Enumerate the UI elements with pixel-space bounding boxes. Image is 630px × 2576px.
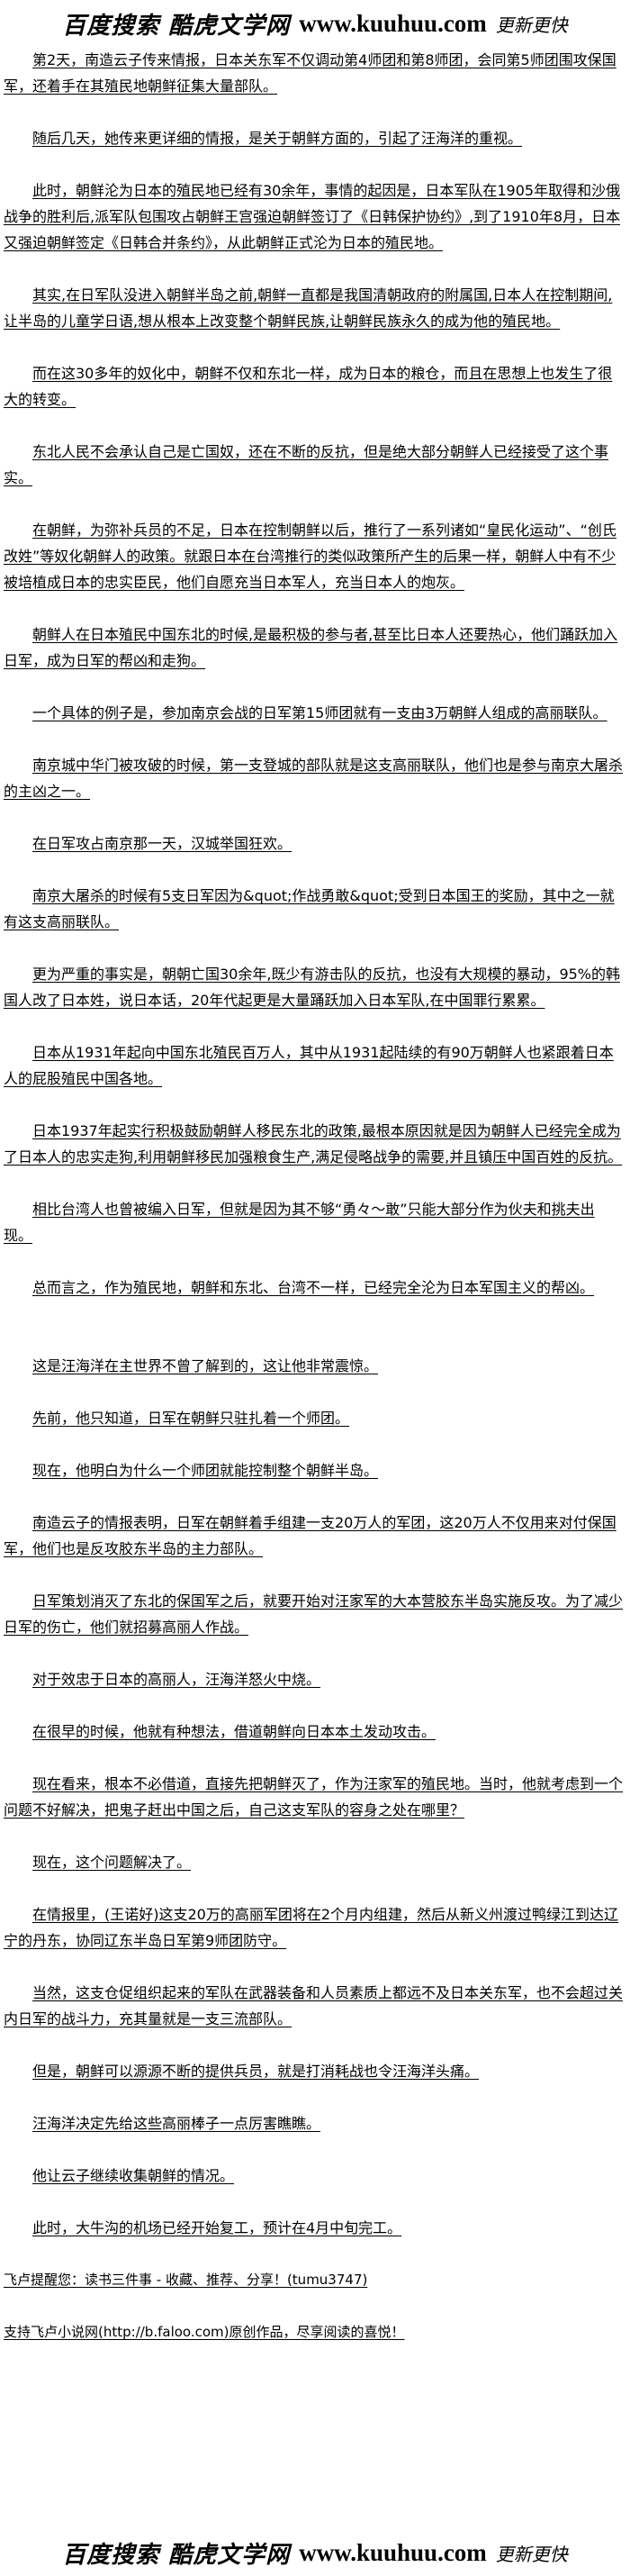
paragraph: 东北人民不会承认自己是亡国奴，还在不断的反抗，但是绝大部分朝鲜人已经接受了这个事… xyxy=(4,443,609,486)
paragraph: 在日军攻占南京那一天，汉城举国狂欢。 xyxy=(32,835,292,852)
paragraph: 对于效忠于日本的高丽人，汪海洋怒火中烧。 xyxy=(32,1671,321,1688)
paragraph: 朝鲜人在日本殖民中国东北的时候,是最积极的参与者,甚至比日本人还要热心，他们踊跃… xyxy=(4,626,618,669)
banner-search-text: 百度搜索 xyxy=(62,12,160,40)
chapter-content: 第2天，南造云子传来情报，日本关东军不仅调动第4师团和第8师团，会同第5师团围攻… xyxy=(0,47,630,2345)
faloo-reminder: 飞卢提醒您：读书三件事 - 收藏、推荐、分享！(tumu3747) xyxy=(4,2272,368,2288)
paragraph: 一个具体的例子是，参加南京会战的日军第15师团就有一支由3万朝鲜人组成的高丽联队… xyxy=(32,704,608,721)
paragraph: 汪海洋决定先给这些高丽棒子一点厉害瞧瞧。 xyxy=(32,2115,321,2132)
paragraph: 现在，这个问题解决了。 xyxy=(32,1854,192,1871)
paragraph: 而在这30多年的奴化中，朝鲜不仅和东北一样，成为日本的粮仓，而且在思想上也发生了… xyxy=(4,365,613,408)
paragraph: 南京城中华门被攻破的时候，第一支登城的部队就是这支高丽联队，他们也是参与南京大屠… xyxy=(4,757,624,800)
paragraph: 南京大屠杀的时候有5支日军因为&quot;作战勇敢&quot;受到日本国王的奖励… xyxy=(4,887,615,930)
banner-url: www.kuuhuu.com xyxy=(299,9,487,37)
paragraph: 相比台湾人也曾被编入日军，但就是因为其不够“勇々～敢”只能大部分作为伙夫和挑夫出… xyxy=(4,1201,595,1244)
paragraph: 他让云子继续收集朝鲜的情况。 xyxy=(32,2167,235,2184)
banner-slogan: 更新更快 xyxy=(495,2543,568,2565)
banner-slogan: 更新更快 xyxy=(495,14,568,36)
paragraph: 这是汪海洋在主世界不曾了解到的，这让他非常震惊。 xyxy=(32,1357,379,1374)
paragraph: 先前，他只知道，日军在朝鲜只驻扎着一个师团。 xyxy=(32,1410,350,1427)
paragraph: 此时，大牛沟的机场已经开始复工，预计在4月中旬完工。 xyxy=(32,2219,402,2236)
bottom-site-banner: 百度搜索 酷虎文学网 www.kuuhuu.com 更新更快 xyxy=(0,2529,630,2576)
paragraph: 更为严重的事实是，朝朝亡国30余年,既少有游击队的反抗，也没有大规模的暴动，95… xyxy=(4,966,621,1009)
paragraph: 南造云子的情报表明，日军在朝鲜着手组建一支20万人的军团，这20万人不仅用来对付… xyxy=(4,1514,616,1557)
paragraph: 其实,在日军队没进入朝鲜半岛之前,朝鲜一直都是我国清朝政府的附属国,日本人在控制… xyxy=(4,286,613,330)
top-site-banner: 百度搜索 酷虎文学网 www.kuuhuu.com 更新更快 xyxy=(0,0,630,47)
paragraph: 随后几天，她传来更详细的情报，是关于朝鲜方面的，引起了汪海洋的重视。 xyxy=(32,130,523,147)
paragraph: 日本从1931年起向中国东北殖民百万人，其中从1931起陆续的有90万朝鲜人也紧… xyxy=(4,1044,614,1087)
paragraph: 当然，这支仓促组织起来的军队在武器装备和人员素质上都远不及日本关东军，也不会超过… xyxy=(4,1984,624,2027)
banner-url: www.kuuhuu.com xyxy=(299,2538,487,2566)
banner-site-name: 酷虎文学网 xyxy=(168,2541,291,2569)
paragraph: 第2天，南造云子传来情报，日本关东军不仅调动第4师团和第8师团，会同第5师团围攻… xyxy=(4,51,616,95)
paragraph: 在朝鲜，为弥补兵员的不足，日本在控制朝鲜以后，推行了一系列诸如“皇民化运动”、“… xyxy=(4,522,616,591)
paragraph: 总而言之，作为殖民地，朝鲜和东北、台湾不一样，已经完全沦为日本军国主义的帮凶。 xyxy=(32,1279,595,1296)
paragraph: 在很早的时候，他就有种想法，借道朝鲜向日本本土发动攻击。 xyxy=(32,1723,436,1740)
paragraph: 但是，朝鲜可以源源不断的提供兵员，就是打消耗战也令汪海洋头痛。 xyxy=(32,2063,480,2080)
paragraph: 在情报里，(王诺好)这支20万的高丽军团将在2个月内组建，然后从新义州渡过鸭绿江… xyxy=(4,1906,619,1949)
paragraph: 此时，朝鲜沦为日本的殖民地已经有30余年，事情的起因是，日本军队在1905年取得… xyxy=(4,182,621,251)
paragraph: 日本1937年起实行积极鼓励朝鲜人移民东北的政策,最根本原因就是因为朝鲜人已经完… xyxy=(4,1122,623,1166)
paragraph: 日军策划消灭了东北的保国军之后，就要开始对汪家军的大本营胶东半岛实施反攻。为了减… xyxy=(4,1592,624,1636)
paragraph: 现在看来，根本不必借道，直接先把朝鲜灭了，作为汪家军的殖民地。当时，他就考虑到一… xyxy=(4,1775,624,1819)
paragraph: 现在，他明白为什么一个师团就能控制整个朝鲜半岛。 xyxy=(32,1462,379,1479)
banner-site-name: 酷虎文学网 xyxy=(168,12,291,40)
faloo-support-link[interactable]: 支持飞卢小说网(http://b.faloo.com)原创作品，尽享阅读的喜悦！ xyxy=(4,2324,405,2340)
banner-search-text: 百度搜索 xyxy=(62,2541,160,2569)
